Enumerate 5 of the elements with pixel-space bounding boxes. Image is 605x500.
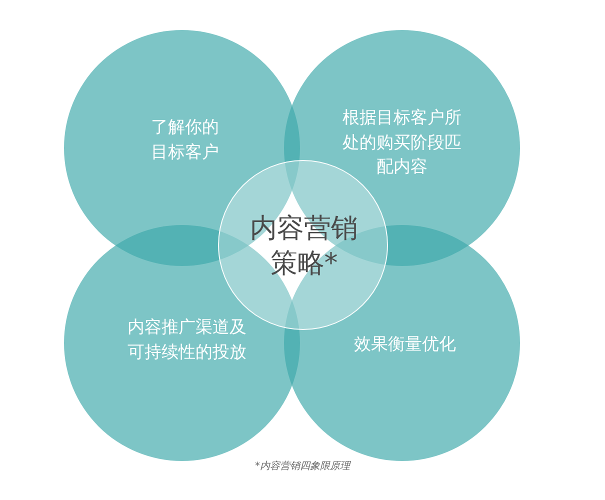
quadrant-label: 了解你的目标客户 bbox=[150, 116, 220, 164]
quadrant-label: 效果衡量优化 bbox=[353, 334, 457, 357]
quadrant-label: 根据目标客户所处的购买阶段匹配内容 bbox=[342, 107, 462, 180]
caption: *内容营销四象限原理 bbox=[254, 460, 352, 473]
quadrant-label: 内容推广渠道及可持续性的投放 bbox=[126, 316, 248, 364]
